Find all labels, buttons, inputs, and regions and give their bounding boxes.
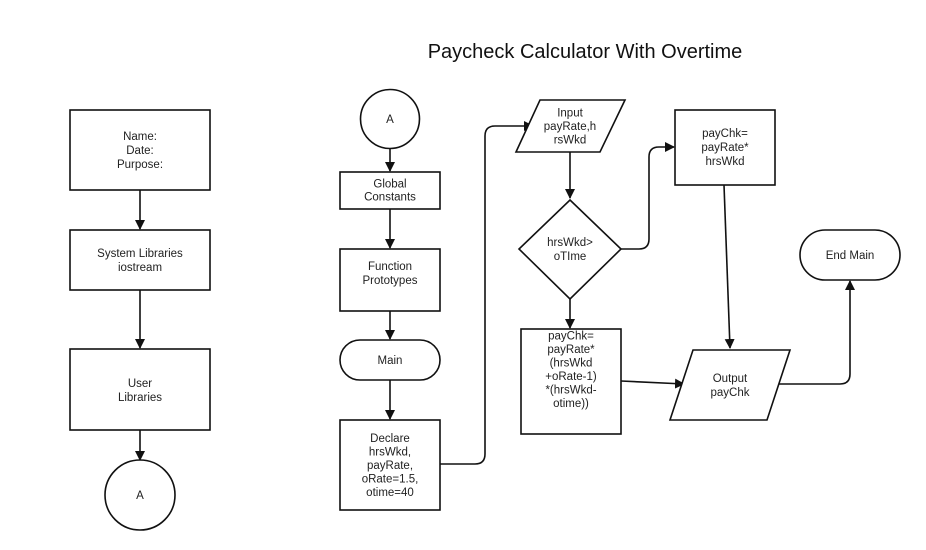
declare-label: Declare hrsWkd,payRate, oRate=1.5,otime=40 bbox=[362, 433, 419, 499]
overtime-decision-diamond bbox=[517, 198, 623, 301]
label-line: User bbox=[128, 378, 152, 390]
label-line: Declare bbox=[370, 433, 410, 445]
label-line: Name: bbox=[123, 131, 157, 143]
header-box-label: Name: Date: Purpose: bbox=[117, 131, 163, 171]
function-prototypes-box bbox=[339, 248, 441, 312]
connector-a-left-label: A bbox=[136, 490, 144, 502]
edge-decision-to-regular bbox=[621, 142, 675, 250]
end-main-label: End Main bbox=[826, 250, 875, 262]
label-line: payRate* bbox=[547, 344, 595, 356]
label-line: Global bbox=[373, 179, 406, 191]
label-line: End Main bbox=[826, 250, 875, 262]
output-label: Output payChk bbox=[711, 373, 750, 399]
label-line: Date: bbox=[126, 145, 154, 157]
system-libraries-label: System Libraries iostream bbox=[97, 248, 183, 274]
label-line: payChk= bbox=[548, 330, 594, 342]
label-line: rsWkd bbox=[554, 135, 587, 147]
user-libraries-box bbox=[69, 348, 211, 431]
label-line: Libraries bbox=[118, 392, 162, 404]
overtime-pay-label: payChk= payRate*(hrsWkd +oRate-1)*(hrsWkd-… bbox=[545, 330, 597, 410]
main-terminal-label: Main bbox=[378, 355, 403, 367]
regular-pay-box bbox=[674, 109, 776, 186]
label-line: hrsWkd bbox=[706, 156, 745, 168]
diagram-title: Paycheck Calculator With Overtime bbox=[428, 41, 743, 63]
label-line: oTIme bbox=[554, 251, 587, 263]
label-line: Purpose: bbox=[117, 159, 163, 171]
label-line: Output bbox=[713, 373, 748, 385]
label-line: hrsWkd, bbox=[369, 447, 411, 459]
declare-box bbox=[339, 419, 441, 511]
system-libraries-box bbox=[69, 229, 211, 291]
main-terminal bbox=[339, 339, 441, 381]
label-line: System Libraries bbox=[97, 248, 183, 260]
label-line: +oRate-1) bbox=[545, 371, 597, 383]
label-line: otime)) bbox=[553, 398, 589, 410]
connector-a-left bbox=[104, 459, 176, 531]
label-line: Main bbox=[378, 355, 403, 367]
label-line: hrsWkd> bbox=[547, 237, 593, 249]
edge-declare-to-input bbox=[440, 121, 534, 465]
label-line: A bbox=[386, 114, 394, 126]
overtime-pay-box bbox=[520, 328, 622, 435]
connector-a-top-label: A bbox=[386, 114, 394, 126]
output-parallelogram bbox=[668, 349, 792, 421]
label-line: payChk bbox=[711, 387, 750, 399]
edge-regular-to-output bbox=[723, 184, 735, 349]
end-main-terminal bbox=[799, 229, 901, 281]
label-line: oRate=1.5, bbox=[362, 474, 419, 486]
header-box bbox=[69, 109, 211, 191]
label-line: Prototypes bbox=[363, 275, 418, 287]
edge-overtime-to-output bbox=[620, 378, 685, 389]
input-parallelogram bbox=[514, 99, 627, 153]
label-line: payChk= bbox=[702, 128, 748, 140]
decision-label: hrsWkd> oTIme bbox=[547, 237, 593, 263]
connector-a-top bbox=[359, 88, 421, 150]
edges bbox=[135, 121, 855, 465]
label-line: (hrsWkd bbox=[550, 357, 593, 369]
label-line: iostream bbox=[118, 262, 162, 274]
label-line: *(hrsWkd- bbox=[545, 384, 596, 396]
label-line: Function bbox=[368, 261, 412, 273]
label-line: Constants bbox=[364, 192, 416, 204]
edge-output-to-endmain bbox=[776, 280, 855, 385]
regular-pay-label: payChk= payRate* hrsWkd bbox=[701, 128, 749, 168]
global-constants-box bbox=[339, 171, 441, 210]
label-line: payRate, bbox=[367, 460, 413, 472]
label-line: payRate* bbox=[701, 142, 749, 154]
label-line: A bbox=[136, 490, 144, 502]
label-line: payRate,h bbox=[544, 121, 596, 133]
label-line: otime=40 bbox=[366, 487, 414, 499]
label-line: Input bbox=[557, 108, 583, 120]
